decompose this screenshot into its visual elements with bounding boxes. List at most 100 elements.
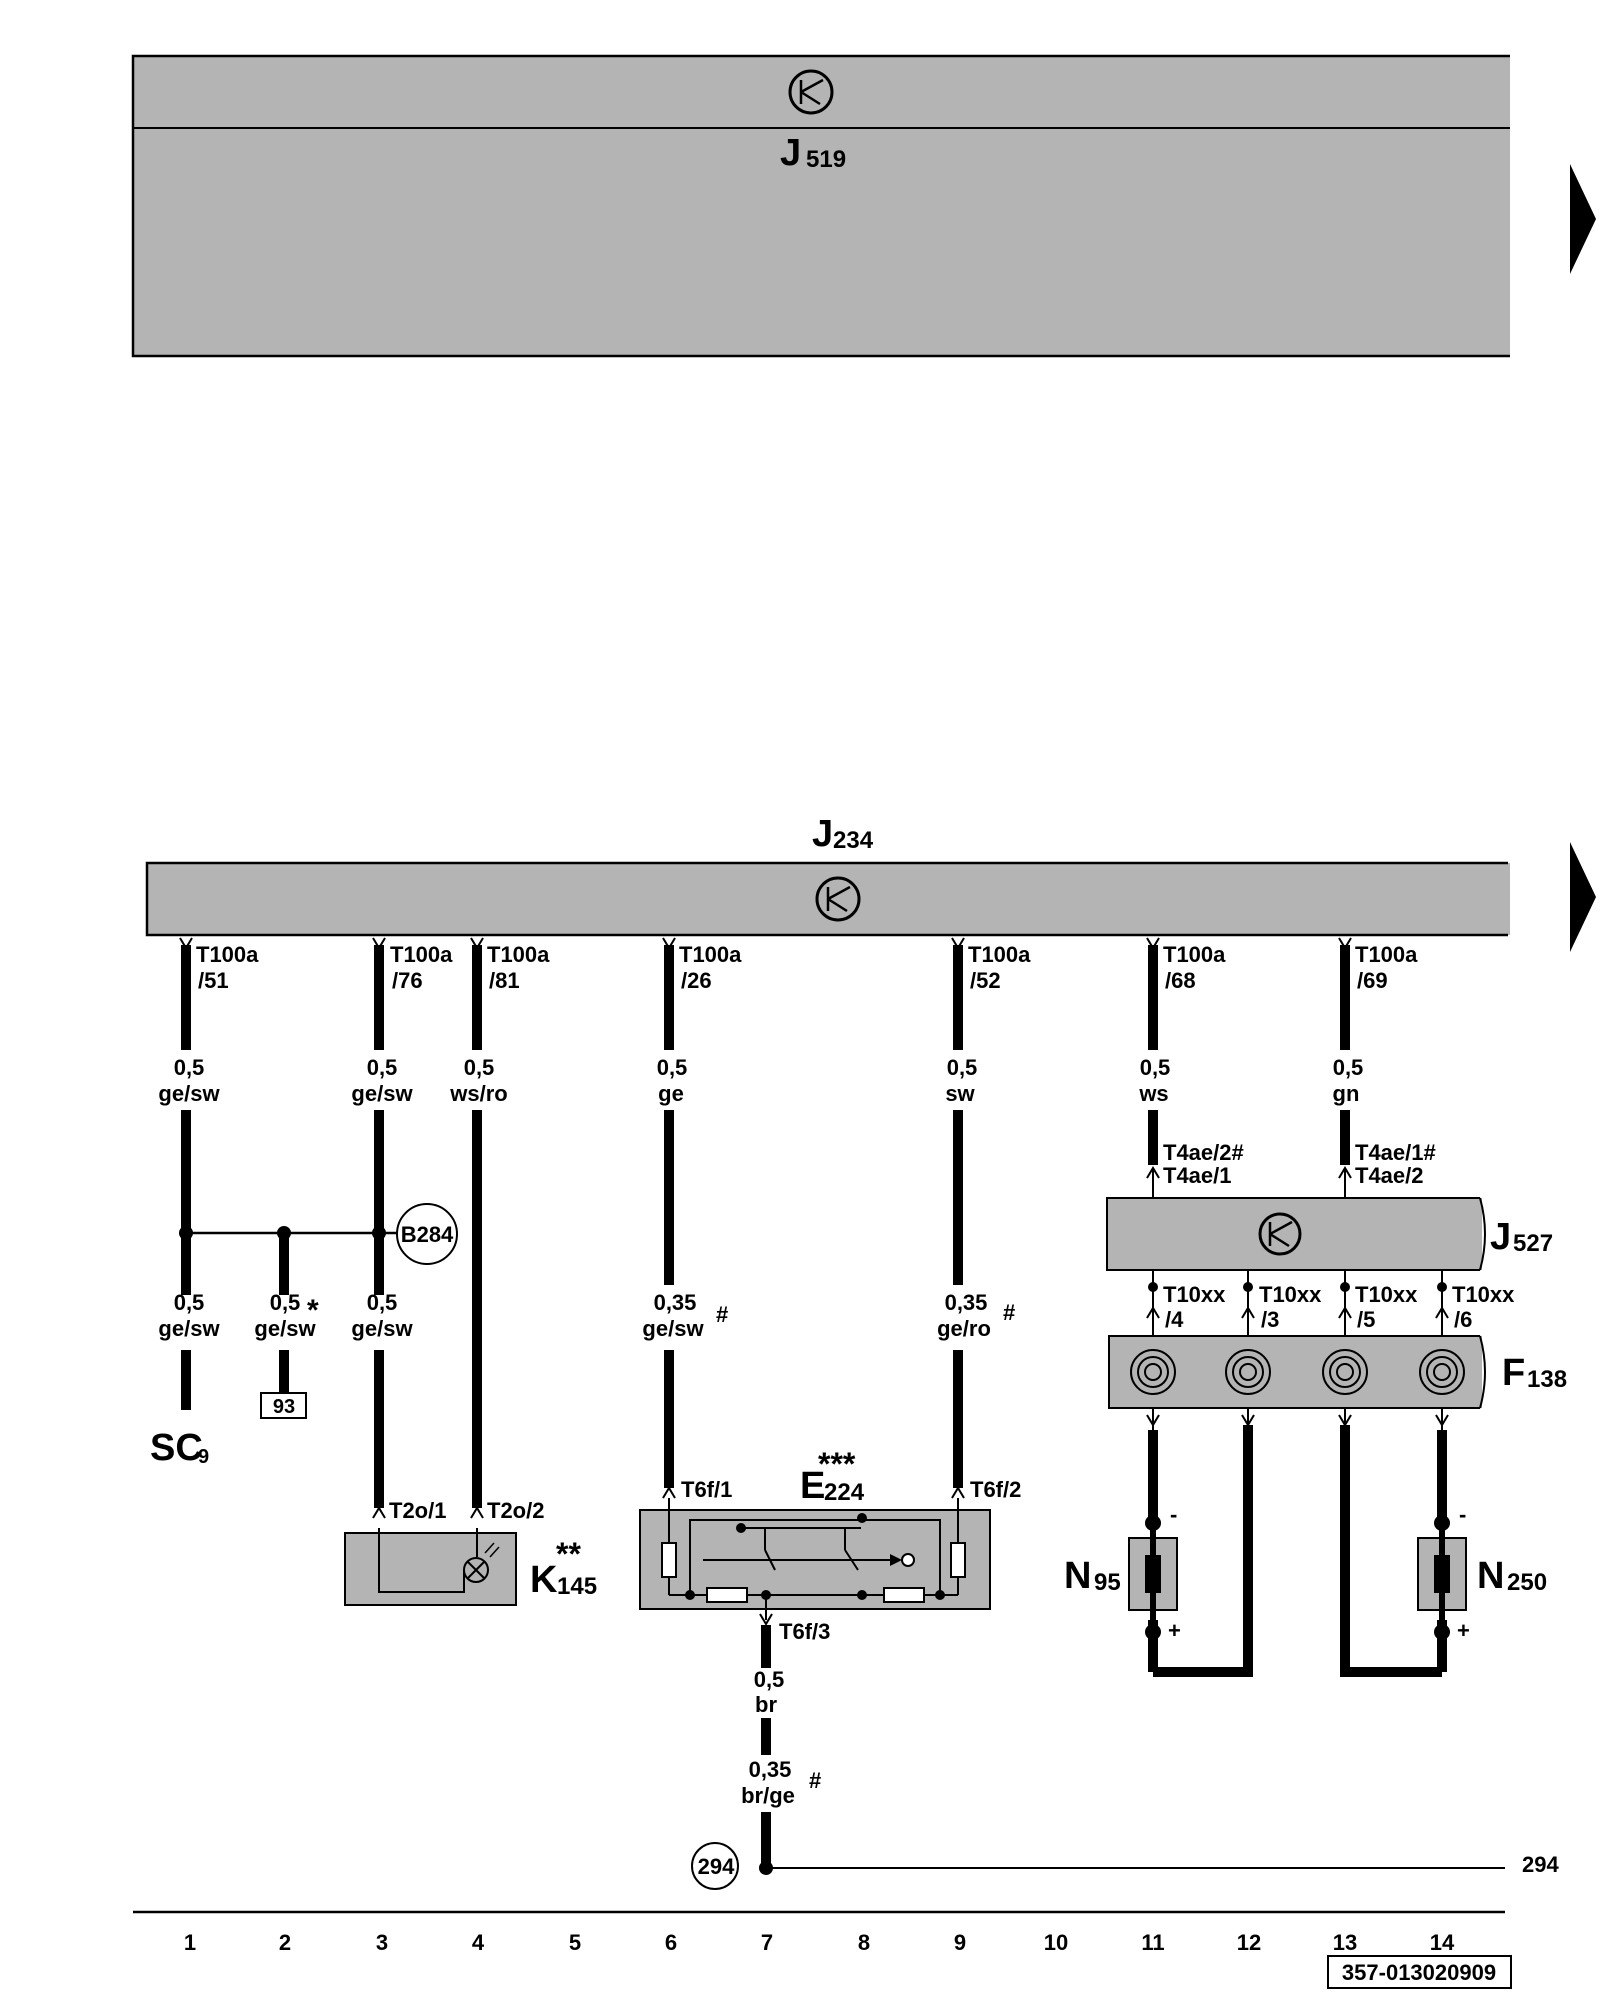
pin-arrows <box>1146 1166 1352 1198</box>
electronic-module-icon <box>1258 1212 1302 1256</box>
sc9-number: 9 <box>198 1446 209 1468</box>
junction-dots <box>179 1226 773 1875</box>
reference-box-93: 93 <box>260 1392 307 1419</box>
wire-size: 0,5 <box>174 1055 205 1080</box>
connector-label: T4ae/2 <box>1355 1163 1424 1188</box>
connector-label: T100a <box>968 942 1031 967</box>
connector-label: T4ae/2# <box>1163 1140 1244 1165</box>
connector-label: T2o/2 <box>487 1498 544 1523</box>
connector-label: T6f/2 <box>970 1477 1021 1502</box>
connector-label: T100a <box>390 942 453 967</box>
wire-size: 0,5 <box>464 1055 495 1080</box>
wire-size: 0,5 <box>754 1667 785 1692</box>
connector-label: T4ae/1# <box>1355 1140 1436 1165</box>
pin-arrows <box>372 1486 965 1626</box>
component-n250: - + N 250 <box>1417 1502 1547 1643</box>
column-number: 4 <box>472 1930 485 1955</box>
module-j519: J 519 <box>131 54 1510 358</box>
document-number-label: 357-013020909 <box>1342 1960 1496 1985</box>
column-number: 13 <box>1333 1930 1357 1955</box>
polarity-minus: - <box>1170 1502 1177 1527</box>
e224-number: 224 <box>824 1479 865 1506</box>
column-number: 11 <box>1141 1930 1164 1955</box>
column-numbers: 1 2 3 4 5 6 7 8 9 10 11 12 13 14 <box>184 1930 1455 1955</box>
connector-label: /69 <box>1357 968 1388 993</box>
wire-size: 0,5 <box>367 1290 398 1315</box>
n250-letter: N <box>1477 1555 1504 1597</box>
pin-arrows <box>179 937 1352 950</box>
connector-label: T100a <box>487 942 550 967</box>
switch-contact-icon <box>901 1553 915 1567</box>
note-mark: *** <box>818 1446 856 1482</box>
wire-size: 0,5 <box>1140 1055 1171 1080</box>
connector-label: T100a <box>1355 942 1418 967</box>
continuation-arrow-icon <box>1570 842 1596 952</box>
polarity-minus: - <box>1459 1502 1466 1527</box>
k145-letter: K <box>530 1559 558 1601</box>
wire-labels-lower: 0,5 ge/sw 0,5 ge/sw 0,5 ge/sw 0,35 ge/sw… <box>158 1290 990 1341</box>
connector-label: T100a <box>679 942 742 967</box>
wire-color: ge/sw <box>158 1316 220 1341</box>
connector-label: T10xx <box>1452 1282 1515 1307</box>
n95-number: 95 <box>1094 1569 1121 1596</box>
note-mark: * <box>307 1294 319 1327</box>
j234-number: 234 <box>833 827 874 854</box>
note-mark: # <box>1003 1300 1015 1325</box>
connector-label: /5 <box>1357 1307 1375 1332</box>
component-e224: E 224 *** T6f/1 T6f/2 T6f/3 <box>639 1446 1021 1644</box>
module-j527: J 527 <box>1106 1197 1553 1271</box>
n95-letter: N <box>1064 1555 1091 1597</box>
connector-label: /51 <box>198 968 229 993</box>
wire-color: br <box>755 1692 777 1717</box>
warning-lamp-icon <box>463 1542 500 1583</box>
connector-label: T6f/1 <box>681 1477 732 1502</box>
note-mark: # <box>809 1768 821 1793</box>
column-number: 1 <box>184 1930 196 1955</box>
continuation-arrow-icon <box>1570 164 1596 274</box>
wire-color: br/ge <box>741 1783 795 1808</box>
junction-b284: B284 <box>396 1203 458 1265</box>
connector-label: /26 <box>681 968 712 993</box>
wire-color: ge/ro <box>937 1316 991 1341</box>
coil-icon <box>1130 1349 1465 1395</box>
column-number: 12 <box>1237 1930 1261 1955</box>
ground-point-294: 294 <box>691 1842 739 1890</box>
connector-labels: T100a /51 T100a /76 T100a /81 T100a /26 … <box>196 942 1418 993</box>
connector-label: /4 <box>1165 1307 1184 1332</box>
wire-size: 0,5 <box>657 1055 688 1080</box>
connector-label: /81 <box>489 968 520 993</box>
column-number: 8 <box>858 1930 870 1955</box>
connector-label: T4ae/1 <box>1163 1163 1232 1188</box>
wire-color: ge/sw <box>642 1316 704 1341</box>
e224-letter: E <box>800 1465 825 1507</box>
column-number: 14 <box>1430 1930 1455 1955</box>
reference-label: 93 <box>273 1396 295 1418</box>
component-n95: - + N 95 <box>1064 1502 1181 1643</box>
j527-letter: J <box>1490 1216 1511 1258</box>
connector-label: /6 <box>1454 1307 1472 1332</box>
wire-size: 0,5 <box>1333 1055 1364 1080</box>
wire-size: 0,35 <box>654 1290 697 1315</box>
column-number: 6 <box>665 1930 677 1955</box>
j519-letter: J <box>780 132 801 174</box>
connector-label: /52 <box>970 968 1001 993</box>
sc9-letter: SC <box>150 1427 203 1469</box>
n250-number: 250 <box>1507 1569 1547 1596</box>
document-number: 357-013020909 <box>1327 1955 1512 1989</box>
wire-color: ge/sw <box>254 1316 316 1341</box>
wire-size: 0,5 <box>947 1055 978 1080</box>
connector-label: /68 <box>1165 968 1196 993</box>
wire-color: ge <box>658 1081 684 1106</box>
wire-color: ge/sw <box>351 1316 413 1341</box>
wire-size: 0,5 <box>270 1290 301 1315</box>
j519-number: 519 <box>806 146 846 173</box>
t4ae-labels: T4ae/2# T4ae/1 T4ae/1# T4ae/2 <box>1163 1140 1436 1188</box>
column-number: 7 <box>761 1930 773 1955</box>
module-j234: J 234 <box>145 813 1510 937</box>
j527-number: 527 <box>1513 1230 1553 1257</box>
electronic-module-icon <box>815 876 861 922</box>
j234-letter: J <box>812 813 833 855</box>
wire-color: sw <box>945 1081 975 1106</box>
polarity-plus: + <box>1168 1618 1181 1643</box>
